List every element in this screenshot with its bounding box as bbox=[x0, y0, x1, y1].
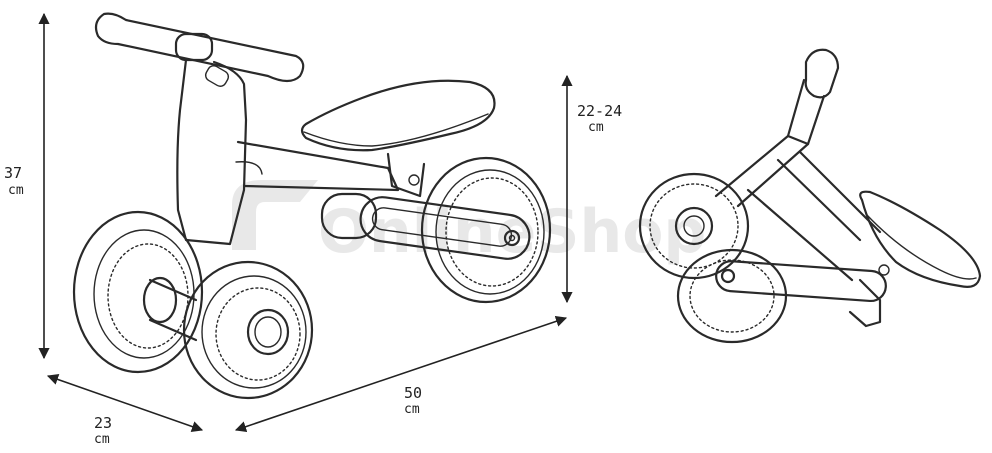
length-dimension-line bbox=[234, 315, 568, 433]
rear-wheel bbox=[420, 156, 552, 304]
folded-wheel-front bbox=[638, 172, 750, 280]
rear-axle-bolt bbox=[503, 229, 521, 247]
folded-wheel-back bbox=[676, 248, 788, 344]
center-hinge bbox=[320, 192, 378, 240]
rear-swing-arm bbox=[359, 196, 531, 260]
height-unit: cm bbox=[8, 183, 24, 198]
steering-column bbox=[176, 58, 248, 246]
seat-height-unit: cm bbox=[588, 120, 604, 135]
bike-folded-view bbox=[638, 48, 982, 344]
folded-handle bbox=[804, 48, 840, 99]
width-unit: cm bbox=[94, 432, 110, 447]
length-unit: cm bbox=[404, 402, 420, 417]
frame-tube bbox=[236, 140, 400, 192]
height-value: 37 bbox=[4, 164, 22, 182]
seat-height-value: 22-24 bbox=[577, 102, 622, 120]
folded-seat bbox=[859, 190, 982, 288]
bike-assembled-view bbox=[72, 12, 552, 400]
folded-frame bbox=[714, 134, 882, 242]
front-right-wheel bbox=[182, 260, 314, 400]
handle-latch bbox=[204, 65, 230, 87]
width-dimension-line bbox=[46, 374, 204, 432]
seat-bolt bbox=[408, 174, 420, 186]
handlebar bbox=[94, 12, 305, 83]
length-value: 50 bbox=[404, 384, 422, 402]
handlebar-clamp bbox=[174, 32, 214, 62]
front-left-wheel bbox=[72, 210, 204, 374]
seat bbox=[300, 79, 496, 152]
width-value: 23 bbox=[94, 414, 112, 432]
folded-swing-arm bbox=[715, 260, 887, 303]
